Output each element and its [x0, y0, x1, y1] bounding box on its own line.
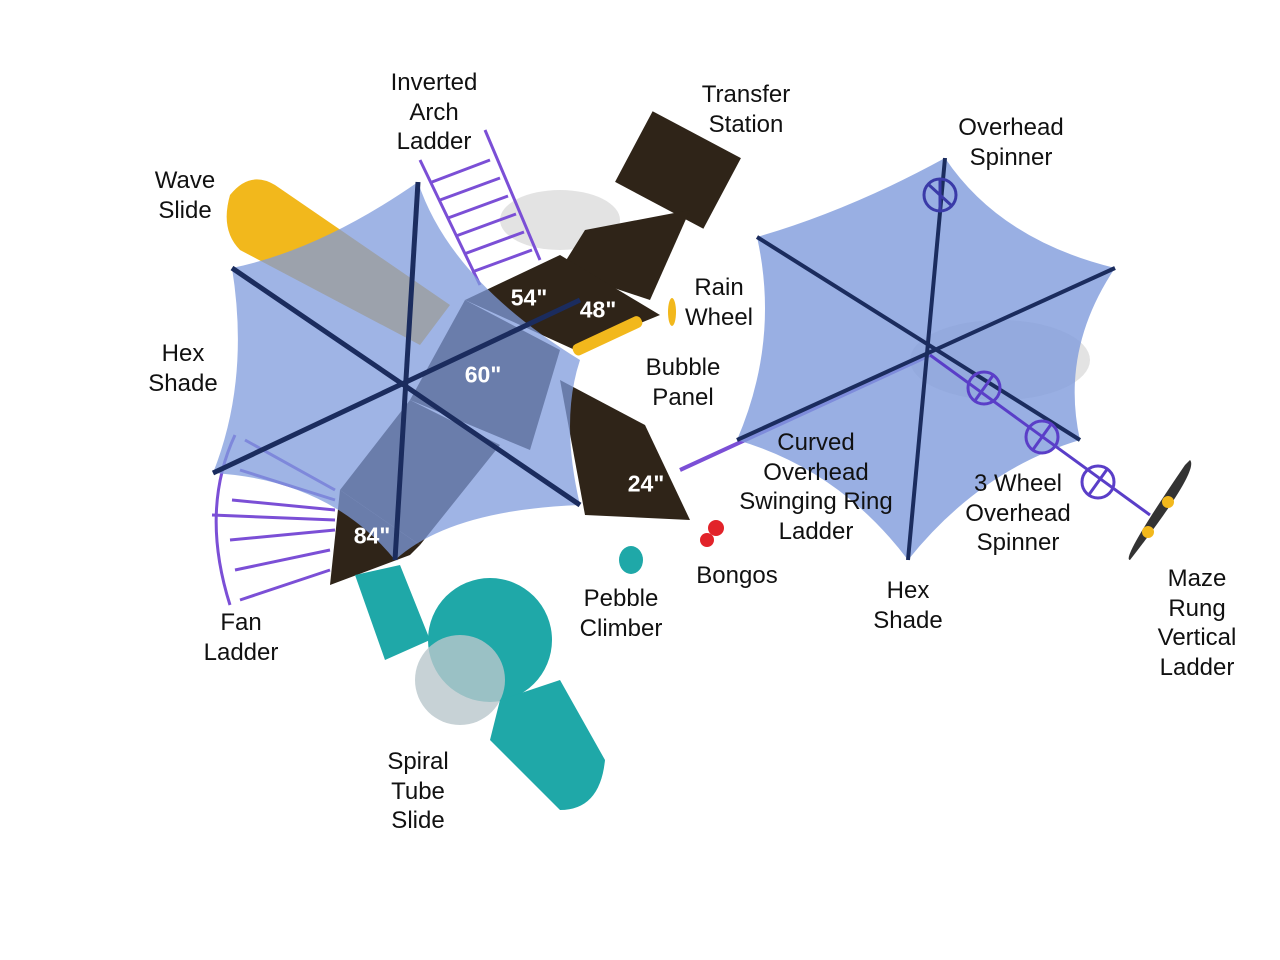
hex-shade-left: [213, 182, 580, 560]
label-bubble-panel: Bubble Panel: [645, 354, 721, 411]
label-hex-shade-right: Hex Shade: [873, 577, 943, 634]
label-fan-ladder: Fan Ladder: [203, 609, 279, 666]
spiral-tube-slide: [355, 565, 605, 810]
transfer-station: [615, 111, 741, 229]
label-overhead-spinner: Overhead Spinner: [958, 114, 1064, 171]
rain-wheel: [572, 316, 643, 356]
rain-wheel-handle: [668, 298, 676, 326]
deck-height-60: 60": [464, 361, 502, 388]
label-transfer-station: Transfer Station: [701, 81, 791, 138]
three-wheel-overhead-spinner: [929, 353, 1151, 517]
deck-height-54: 54": [510, 284, 548, 311]
hex-shade-right-posts: [736, 157, 1116, 561]
deck-height-84: 84": [353, 522, 391, 549]
deck-height-24: 24": [627, 470, 665, 497]
label-pebble-climber: Pebble Climber: [579, 585, 663, 642]
label-wave-slide: Wave Slide: [154, 167, 216, 224]
label-inverted-arch-ladder: Inverted Arch Ladder: [390, 69, 478, 155]
bongos: [700, 520, 724, 547]
label-rain-wheel: Rain Wheel: [684, 274, 754, 331]
label-curved-ring-ladder: Curved Overhead Swinging Ring Ladder: [739, 429, 893, 545]
label-hex-shade-left: Hex Shade: [148, 340, 218, 397]
label-bongos: Bongos: [696, 562, 778, 589]
label-spiral-tube-slide: Spiral Tube Slide: [387, 748, 449, 834]
overhead-spinner: [922, 177, 958, 213]
label-three-wheel-spinner: 3 Wheel Overhead Spinner: [965, 470, 1071, 556]
maze-rung-vertical-ladder: [1128, 460, 1192, 560]
label-maze-rung-ladder: Maze Rung Vertical Ladder: [1157, 565, 1237, 681]
inverted-arch-ladder: [418, 129, 542, 286]
pebble-climber: [619, 546, 643, 574]
hex-shade-left-posts: [211, 181, 582, 561]
deck-height-48: 48": [579, 296, 617, 323]
